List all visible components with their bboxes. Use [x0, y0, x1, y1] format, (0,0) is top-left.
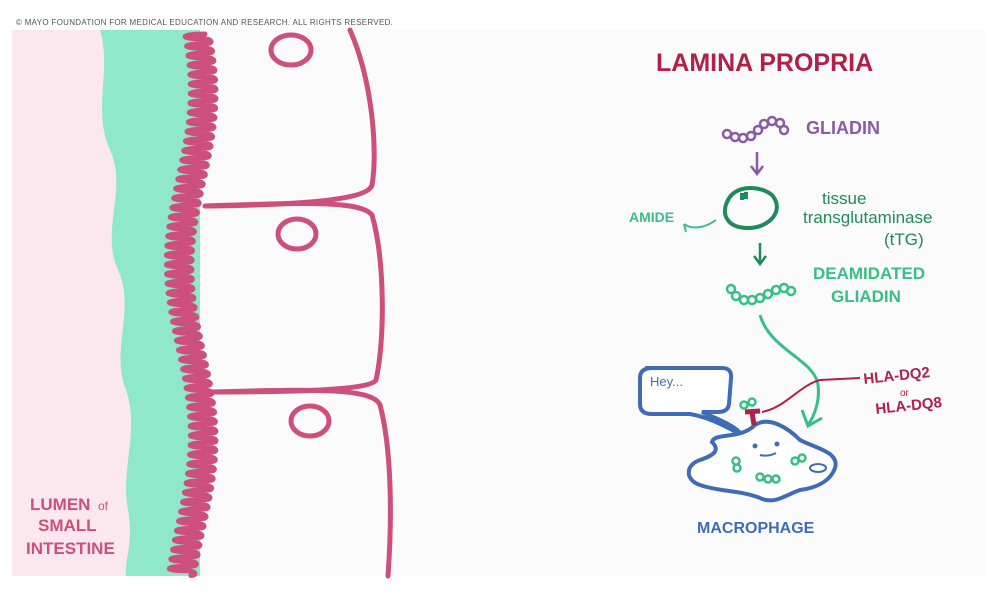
microvilli-border: [163, 31, 219, 578]
gliadin-label: GLIADIN: [806, 118, 880, 138]
hla-dq2-label: HLA-DQ2: [863, 364, 931, 388]
hla-receptor: [744, 408, 761, 426]
amide-arrow-icon: [683, 219, 717, 233]
speech-text: Hey...: [650, 374, 683, 389]
lumen-label-line3: INTESTINE: [26, 539, 115, 558]
lumen-label-line1: LUMEN: [30, 495, 90, 514]
hla-pointer-line: [761, 377, 861, 413]
lumen-label-of: of: [98, 499, 109, 513]
gliadin-chain: [721, 115, 790, 144]
mucus-layer: [100, 30, 200, 576]
cell-border-bottom: [207, 387, 393, 579]
hla-dq8-label: HLA-DQ8: [875, 394, 943, 418]
arrow-down-icon: [753, 243, 767, 267]
internalized-gliadin: [731, 397, 807, 484]
ttg-enzyme: [722, 186, 779, 231]
nucleus: [288, 403, 332, 439]
hla-label: HLA-DQ2 or HLA-DQ8: [863, 364, 943, 418]
lumen-label-line2: SMALL: [38, 516, 97, 535]
deamidated-label-line1: DEAMIDATED: [813, 264, 925, 283]
deamidated-label-line2: GLIADIN: [831, 287, 901, 306]
macrophage-cell: [686, 419, 838, 503]
lumen-label: LUMEN of SMALL INTESTINE: [26, 495, 115, 558]
nucleus: [275, 216, 319, 252]
epithelial-cells: [202, 27, 393, 579]
ttg-line2: transglutaminase: [803, 208, 932, 227]
copyright-notice: © MAYO FOUNDATION FOR MEDICAL EDUCATION …: [16, 18, 394, 27]
ttg-line3: (tTG): [884, 230, 924, 249]
nucleus: [268, 32, 314, 68]
arrow-down-icon: [750, 152, 764, 177]
macrophage-label: MACROPHAGE: [697, 520, 815, 537]
macrophage-face: [752, 441, 827, 473]
amide-label: AMIDE: [629, 209, 674, 225]
ttg-label: tissue transglutaminase (tTG): [803, 189, 932, 249]
deamidated-gliadin-chain: [725, 282, 797, 306]
hla-or-label: or: [900, 388, 910, 399]
title-lamina-propria: LAMINA PROPRIA: [656, 49, 873, 77]
ttg-line1: tissue: [822, 189, 866, 208]
